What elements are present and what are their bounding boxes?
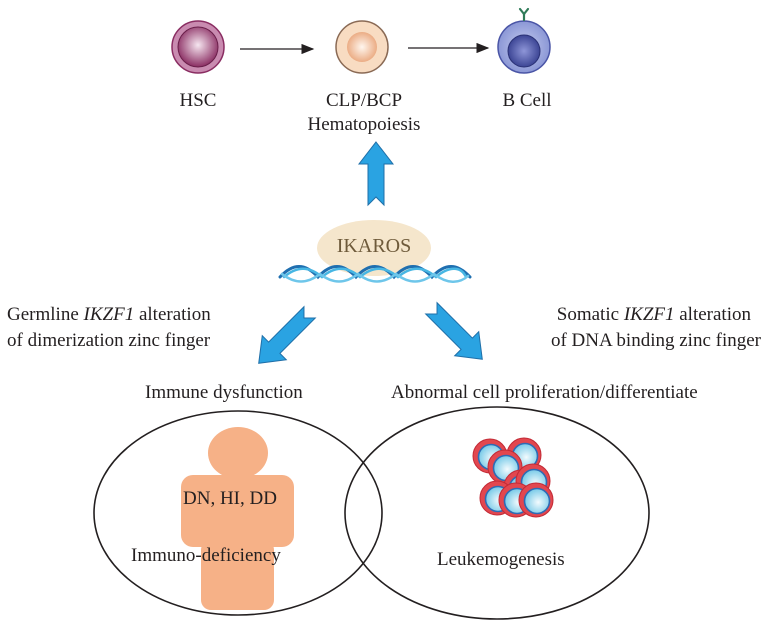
somatic-suffix: alteration [674, 304, 751, 325]
somatic-gene: IKZF1 [623, 304, 675, 325]
abnormal-proliferation-label: Abnormal cell proliferation/differentiat… [391, 382, 698, 403]
ikaros-protein-shape [317, 220, 431, 276]
receptor-icon [518, 7, 530, 22]
down-right-arrow-icon [424, 301, 483, 360]
down-left-arrow-icon [258, 305, 317, 364]
immune-dysfunction-label: Immune dysfunction [145, 382, 303, 403]
dn-hi-dd-label: DN, HI, DD [183, 488, 277, 509]
dna-helix-icon [278, 265, 472, 283]
venn-right-ellipse [344, 406, 650, 620]
venn-left-ellipse [93, 410, 383, 616]
clp-label: CLP/BCP [325, 90, 403, 111]
somatic-alteration-label: Somatic IKZF1 alteration [557, 304, 751, 326]
germline-gene: IKZF1 [83, 304, 135, 325]
germline-alteration-label: Germline IKZF1 alteration [7, 304, 211, 326]
up-arrow-icon [357, 141, 395, 207]
leukemogenesis-label: Leukemogenesis [437, 549, 565, 570]
ikaros-label: IKAROS [336, 235, 412, 257]
dimerization-zinc-finger-label: of dimerization zinc finger [7, 330, 211, 351]
person-figure-icon [181, 427, 294, 610]
germline-suffix: alteration [134, 304, 211, 325]
somatic-prefix: Somatic [556, 304, 624, 325]
hsc-label: HSC [179, 90, 217, 111]
leukemic-cells-icon [472, 437, 554, 518]
bcell-label: B Cell [502, 90, 552, 111]
immunodeficiency-label: Immuno-deficiency [131, 545, 281, 566]
hsc-cell-icon [171, 20, 225, 74]
hematopoiesis-label: Hematopoiesis [307, 114, 421, 135]
dna-binding-zinc-finger-label: of DNA binding zinc finger [550, 330, 761, 351]
clp-cell-icon [335, 20, 389, 74]
b-cell-icon [497, 7, 551, 74]
germline-prefix: Germline [7, 304, 84, 325]
leukemic-cell [518, 482, 554, 518]
